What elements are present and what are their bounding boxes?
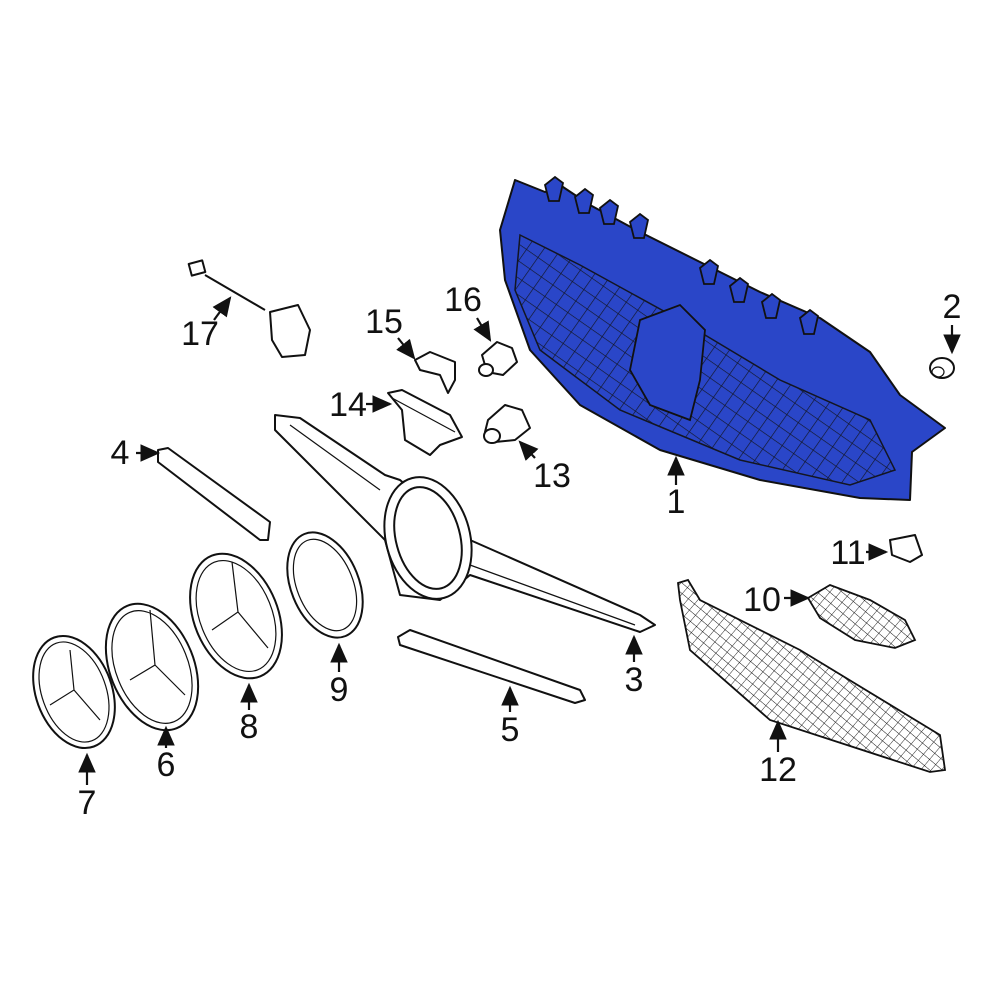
part-2-clip[interactable] bbox=[929, 357, 955, 379]
callout-15[interactable]: 15 bbox=[365, 303, 403, 341]
callout-3[interactable]: 3 bbox=[624, 661, 644, 699]
part-4-molding[interactable] bbox=[157, 447, 271, 541]
callout-11[interactable]: 11 bbox=[830, 534, 866, 572]
part-5-molding[interactable] bbox=[397, 629, 586, 704]
part-7-emblem-glass[interactable] bbox=[18, 625, 129, 760]
part-13-camera[interactable] bbox=[483, 404, 531, 444]
part-11-cap[interactable] bbox=[889, 534, 923, 563]
grille-clips bbox=[543, 175, 820, 335]
callout-12[interactable]: 12 bbox=[759, 751, 797, 789]
callout-13[interactable]: 13 bbox=[533, 457, 571, 495]
callout-4[interactable]: 4 bbox=[110, 434, 130, 472]
part-1-grille-assembly[interactable] bbox=[499, 175, 946, 501]
part-12-lower-grille[interactable] bbox=[677, 578, 947, 773]
part-8-emblem-star[interactable] bbox=[173, 540, 300, 692]
callout-17[interactable]: 17 bbox=[181, 315, 219, 353]
part-15-bracket-small[interactable] bbox=[414, 351, 456, 394]
callout-7[interactable]: 7 bbox=[77, 784, 97, 822]
grille-star-mount bbox=[629, 303, 706, 422]
callout-10[interactable]: 10 bbox=[743, 581, 781, 619]
callout-8[interactable]: 8 bbox=[239, 708, 259, 746]
callout-14[interactable]: 14 bbox=[329, 386, 367, 424]
part-10-insert[interactable] bbox=[806, 584, 917, 649]
leader-arrows bbox=[78, 296, 961, 785]
part-9-emblem-base[interactable] bbox=[273, 521, 377, 648]
part-14-bracket[interactable] bbox=[387, 389, 463, 456]
callout-5[interactable]: 5 bbox=[500, 711, 520, 749]
callout-16[interactable]: 16 bbox=[444, 281, 482, 319]
callout-1[interactable]: 1 bbox=[666, 483, 686, 521]
callout-2[interactable]: 2 bbox=[942, 288, 962, 326]
callout-9[interactable]: 9 bbox=[329, 671, 349, 709]
part-3-grille-bar[interactable] bbox=[274, 414, 656, 633]
part-6-emblem[interactable] bbox=[88, 590, 215, 744]
part-16-sensor[interactable] bbox=[478, 341, 518, 377]
callout-6[interactable]: 6 bbox=[156, 746, 176, 784]
part-17-harness-module[interactable] bbox=[187, 259, 311, 358]
